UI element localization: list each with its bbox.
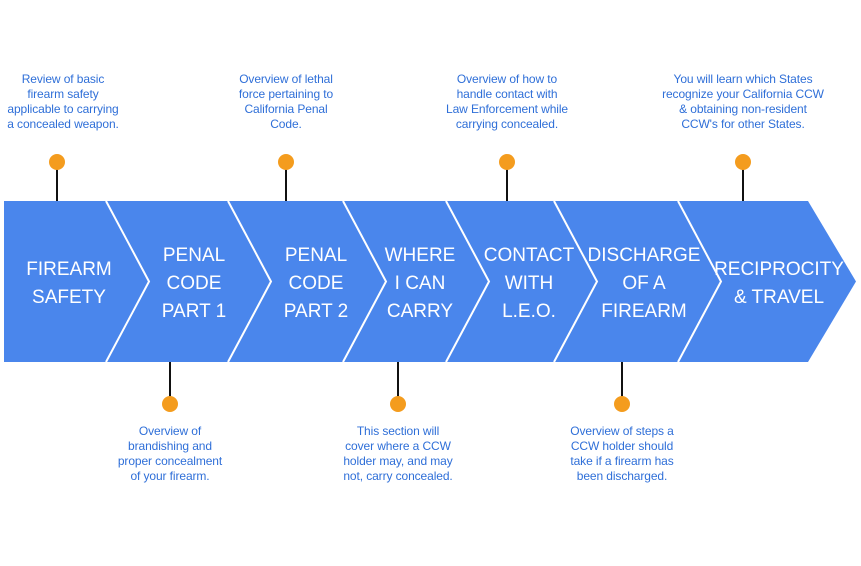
chevron-divider [553,200,599,363]
description-line: recognize your California CCW [662,87,824,101]
description-line: take if a firearm has [570,454,674,468]
step-description-penal-code-part-1: Overview of brandishing and proper conce… [95,424,245,484]
step-label-line: CODE [288,272,344,294]
description-line: brandishing and [128,439,212,453]
step-description-where-i-can-carry: This section will cover where a CCW hold… [323,424,473,484]
step-label-line: CONTACT [483,244,575,266]
description-line: handle contact with [456,87,558,101]
step-label-line: SAFETY [32,286,106,308]
step-label-line: & TRAVEL [733,286,825,308]
chevron-divider [342,200,388,363]
description-line: force pertaining to [238,87,334,101]
chevron-divider [677,200,723,363]
step-description-reciprocity-travel: You will learn which States recognize yo… [658,72,828,132]
description-line: applicable to carrying [7,102,119,116]
description-line: CCW holder should [570,439,674,453]
chevron-divider [227,200,273,363]
description-line: carrying concealed. [455,117,559,131]
description-line: Review of basic [21,72,105,86]
description-line: Overview of steps a [570,424,674,438]
description-line: proper concealment [117,454,223,468]
step-label-line: FIREARM [26,258,112,280]
step-label-line: WITH [504,272,554,294]
step-label-line: PART 2 [283,300,349,322]
description-line: Law Enforcement while [446,102,568,116]
description-line: Overview of how to [456,72,558,86]
step-label-line: CODE [166,272,222,294]
step-description-discharge-of-a-firearm: Overview of steps a CCW holder should ta… [547,424,697,484]
step-label-line: OF A [622,272,666,294]
step-label-line: I CAN [394,272,446,294]
arrow-band [4,201,856,362]
step-label-line: WHERE [384,244,456,266]
description-line: You will learn which States [673,72,813,86]
connector-dot [735,154,751,170]
step-label-line: CARRY [386,300,454,322]
connector-dot [390,396,406,412]
chevron-divider [445,200,491,363]
description-line: holder may, and may [343,454,453,468]
description-line: not, carry concealed. [343,469,453,483]
description-line: a concealed weapon. [7,117,119,131]
step-label-line: PENAL [162,244,226,266]
description-line: Code. [270,117,302,131]
step-label-penal-code-part-1: PENAL CODE PART 1 [129,242,259,326]
step-description-contact-with-leo: Overview of how to handle contact with L… [432,72,582,132]
step-label-line: DISCHARGE [587,244,701,266]
step-label-penal-code-part-2: PENAL CODE PART 2 [251,242,381,326]
connector-dot [614,396,630,412]
step-label-contact-with-leo: CONTACT WITH L.E.O. [464,242,594,326]
description-line: of your firearm. [130,469,210,483]
description-line: been discharged. [576,469,668,483]
chevron-divider [105,200,151,363]
connector-dot [278,154,294,170]
connector-dot [49,154,65,170]
step-label-line: PENAL [284,244,348,266]
step-label-where-i-can-carry: WHERE I CAN CARRY [355,242,485,326]
connector-dot [499,154,515,170]
step-description-penal-code-part-2: Overview of lethal force pertaining to C… [211,72,361,132]
step-description-firearm-safety: Review of basic firearm safety applicabl… [0,72,138,132]
step-label-reciprocity-travel: RECIPROCITY & TRAVEL [714,256,844,312]
description-line: CCW's for other States. [681,117,805,131]
step-label-line: FIREARM [601,300,687,322]
description-line: firearm safety [27,87,99,101]
step-label-discharge-of-a-firearm: DISCHARGE OF A FIREARM [579,242,709,326]
step-label-line: L.E.O. [502,300,556,322]
description-line: Overview of [138,424,202,438]
description-line: California Penal [244,102,328,116]
description-line: This section will [356,424,440,438]
description-line: Overview of lethal [239,72,333,86]
description-line: cover where a CCW [345,439,451,453]
step-label-firearm-safety: FIREARM SAFETY [4,256,134,312]
connector-dot [162,396,178,412]
description-line: & obtaining non-resident [679,102,807,116]
step-label-line: RECIPROCITY [714,258,844,280]
step-label-line: PART 1 [161,300,227,322]
